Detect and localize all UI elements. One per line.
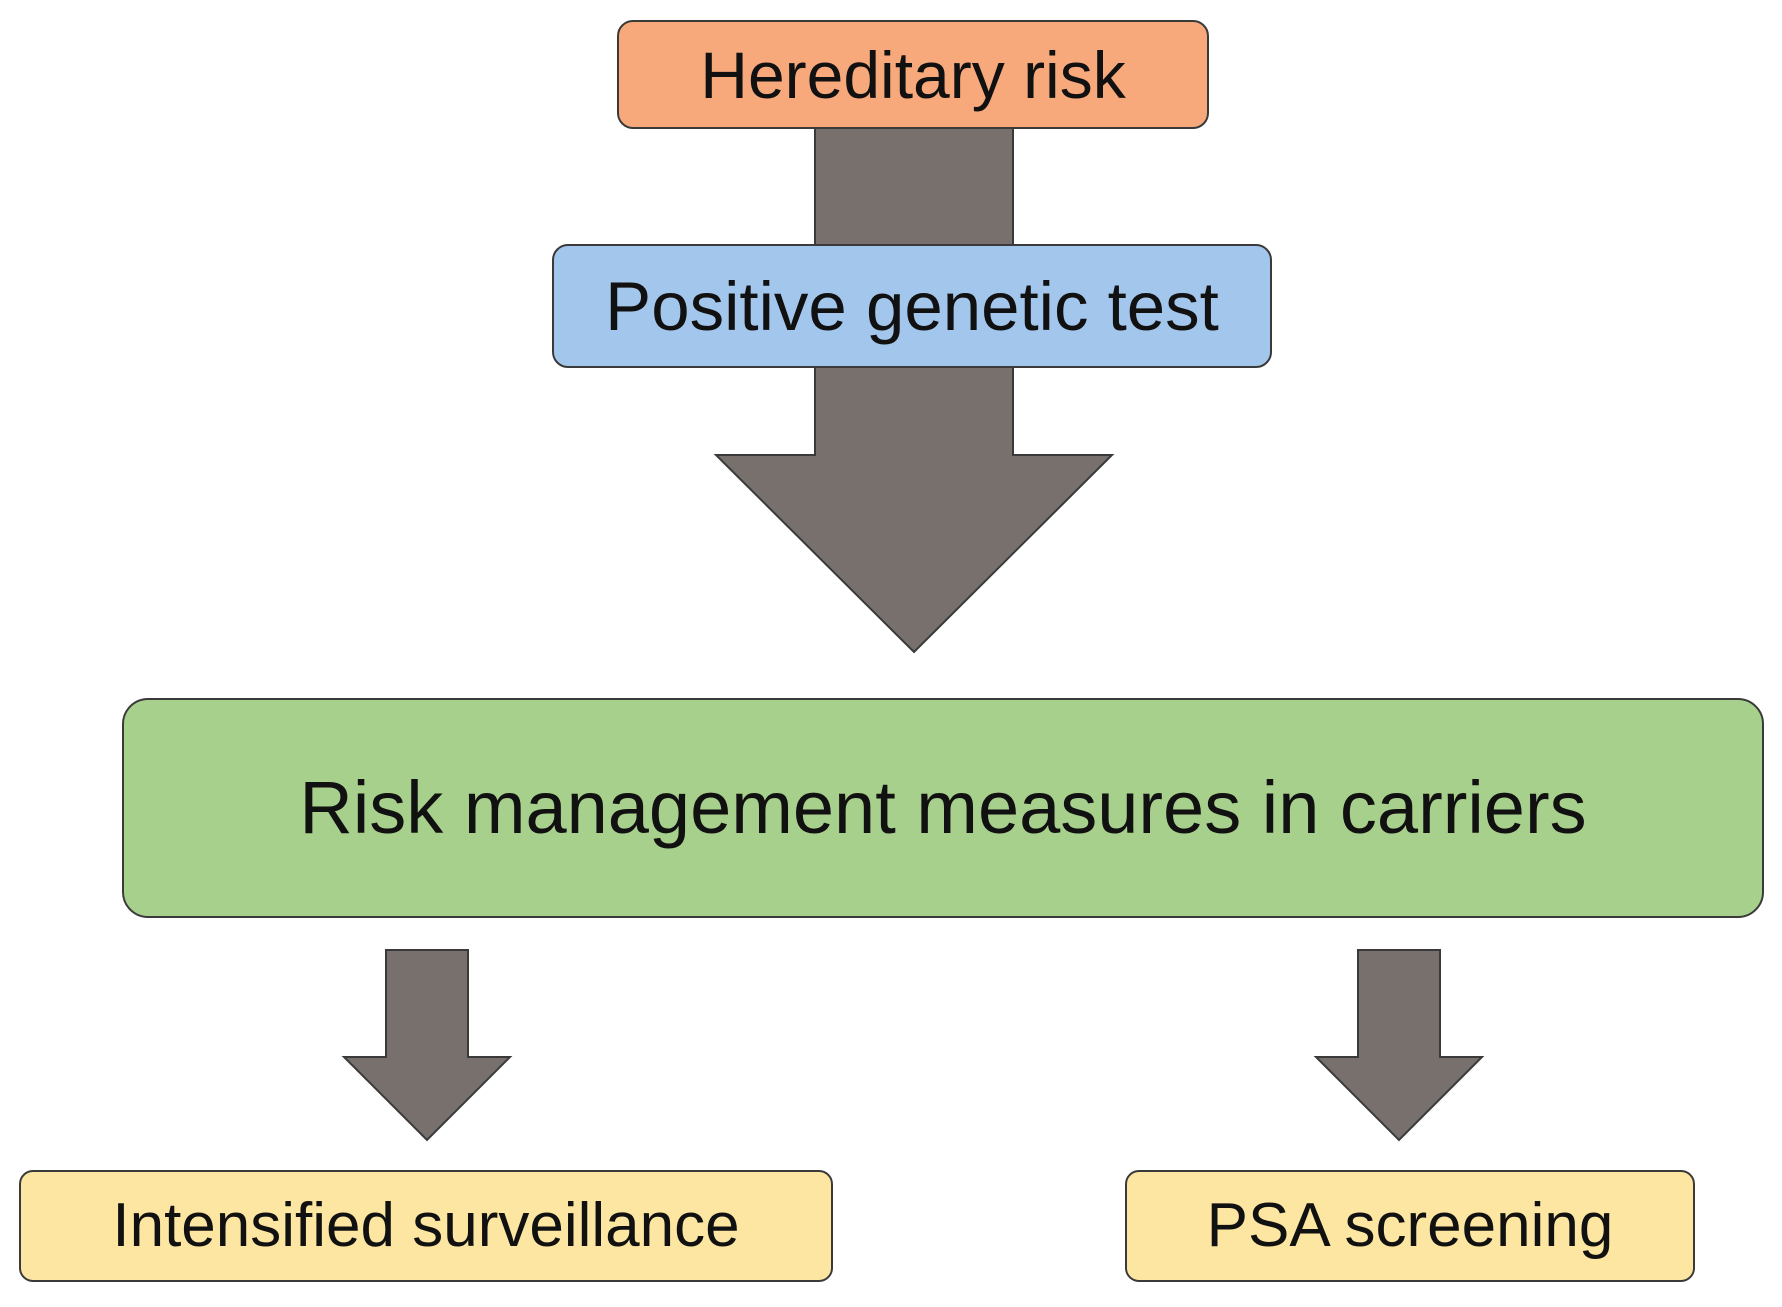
psa-screening-node: PSA screening bbox=[1125, 1170, 1695, 1282]
hereditary-risk-node: Hereditary risk bbox=[617, 20, 1209, 129]
intensified-surveillance-label: Intensified surveillance bbox=[112, 1191, 740, 1260]
right-arrow bbox=[1313, 949, 1485, 1142]
positive-genetic-test-label: Positive genetic test bbox=[605, 267, 1219, 345]
risk-management-node: Risk management measures in carriers bbox=[122, 698, 1764, 918]
intensified-surveillance-node: Intensified surveillance bbox=[19, 1170, 833, 1282]
psa-screening-label: PSA screening bbox=[1206, 1191, 1614, 1260]
risk-management-label: Risk management measures in carriers bbox=[299, 766, 1587, 849]
left-arrow bbox=[341, 949, 513, 1142]
main-arrow bbox=[713, 127, 1115, 654]
hereditary-risk-label: Hereditary risk bbox=[700, 37, 1126, 112]
positive-genetic-test-node: Positive genetic test bbox=[552, 244, 1272, 368]
